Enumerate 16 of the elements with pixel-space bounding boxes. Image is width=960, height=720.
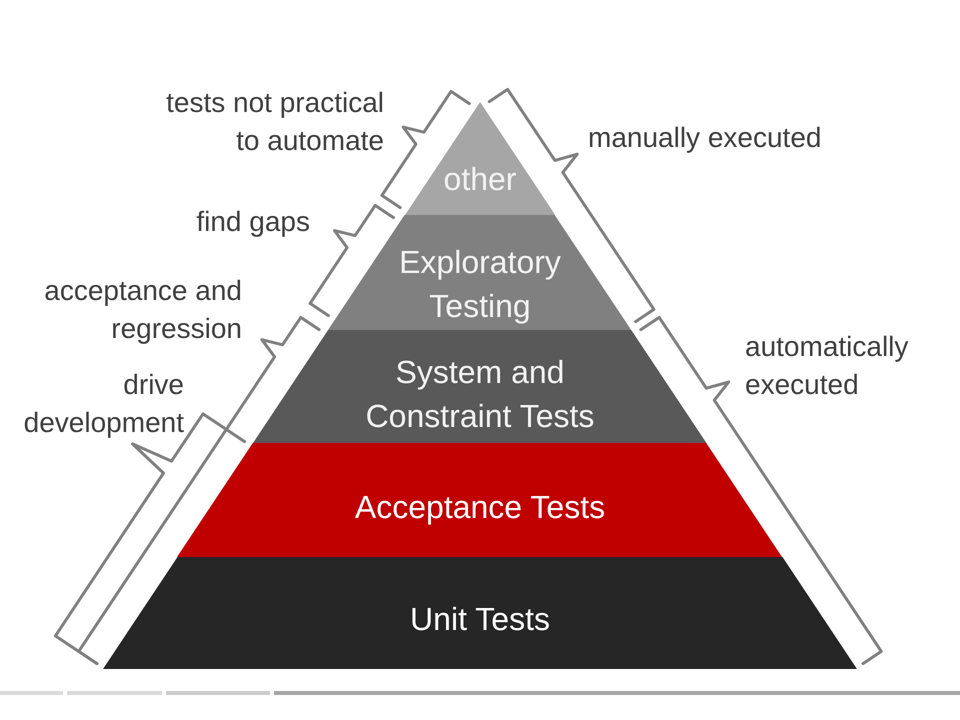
pyramid-layer: [253, 330, 707, 443]
bracket-label: find gaps: [195, 205, 310, 239]
pyramid-layer: [404, 102, 556, 215]
layer-label: System and Constraint Tests: [364, 352, 596, 436]
layer-label: Exploratory Testing: [398, 242, 562, 326]
layer-label: Unit Tests: [410, 600, 550, 639]
bracket-label: automatically executed: [745, 330, 910, 402]
bracket-label: tests not practical to automate: [165, 86, 384, 158]
pyramid-layer: [177, 443, 783, 557]
bracket-label: drive development: [22, 368, 184, 440]
layer-label: other: [444, 160, 516, 198]
pyramid-layer: [103, 557, 857, 669]
pyramid-layer: [328, 215, 632, 330]
layer-label: Acceptance Tests: [354, 488, 606, 527]
bracket-label: manually executed: [588, 121, 822, 155]
bracket-label: acceptance and regression: [43, 274, 242, 346]
